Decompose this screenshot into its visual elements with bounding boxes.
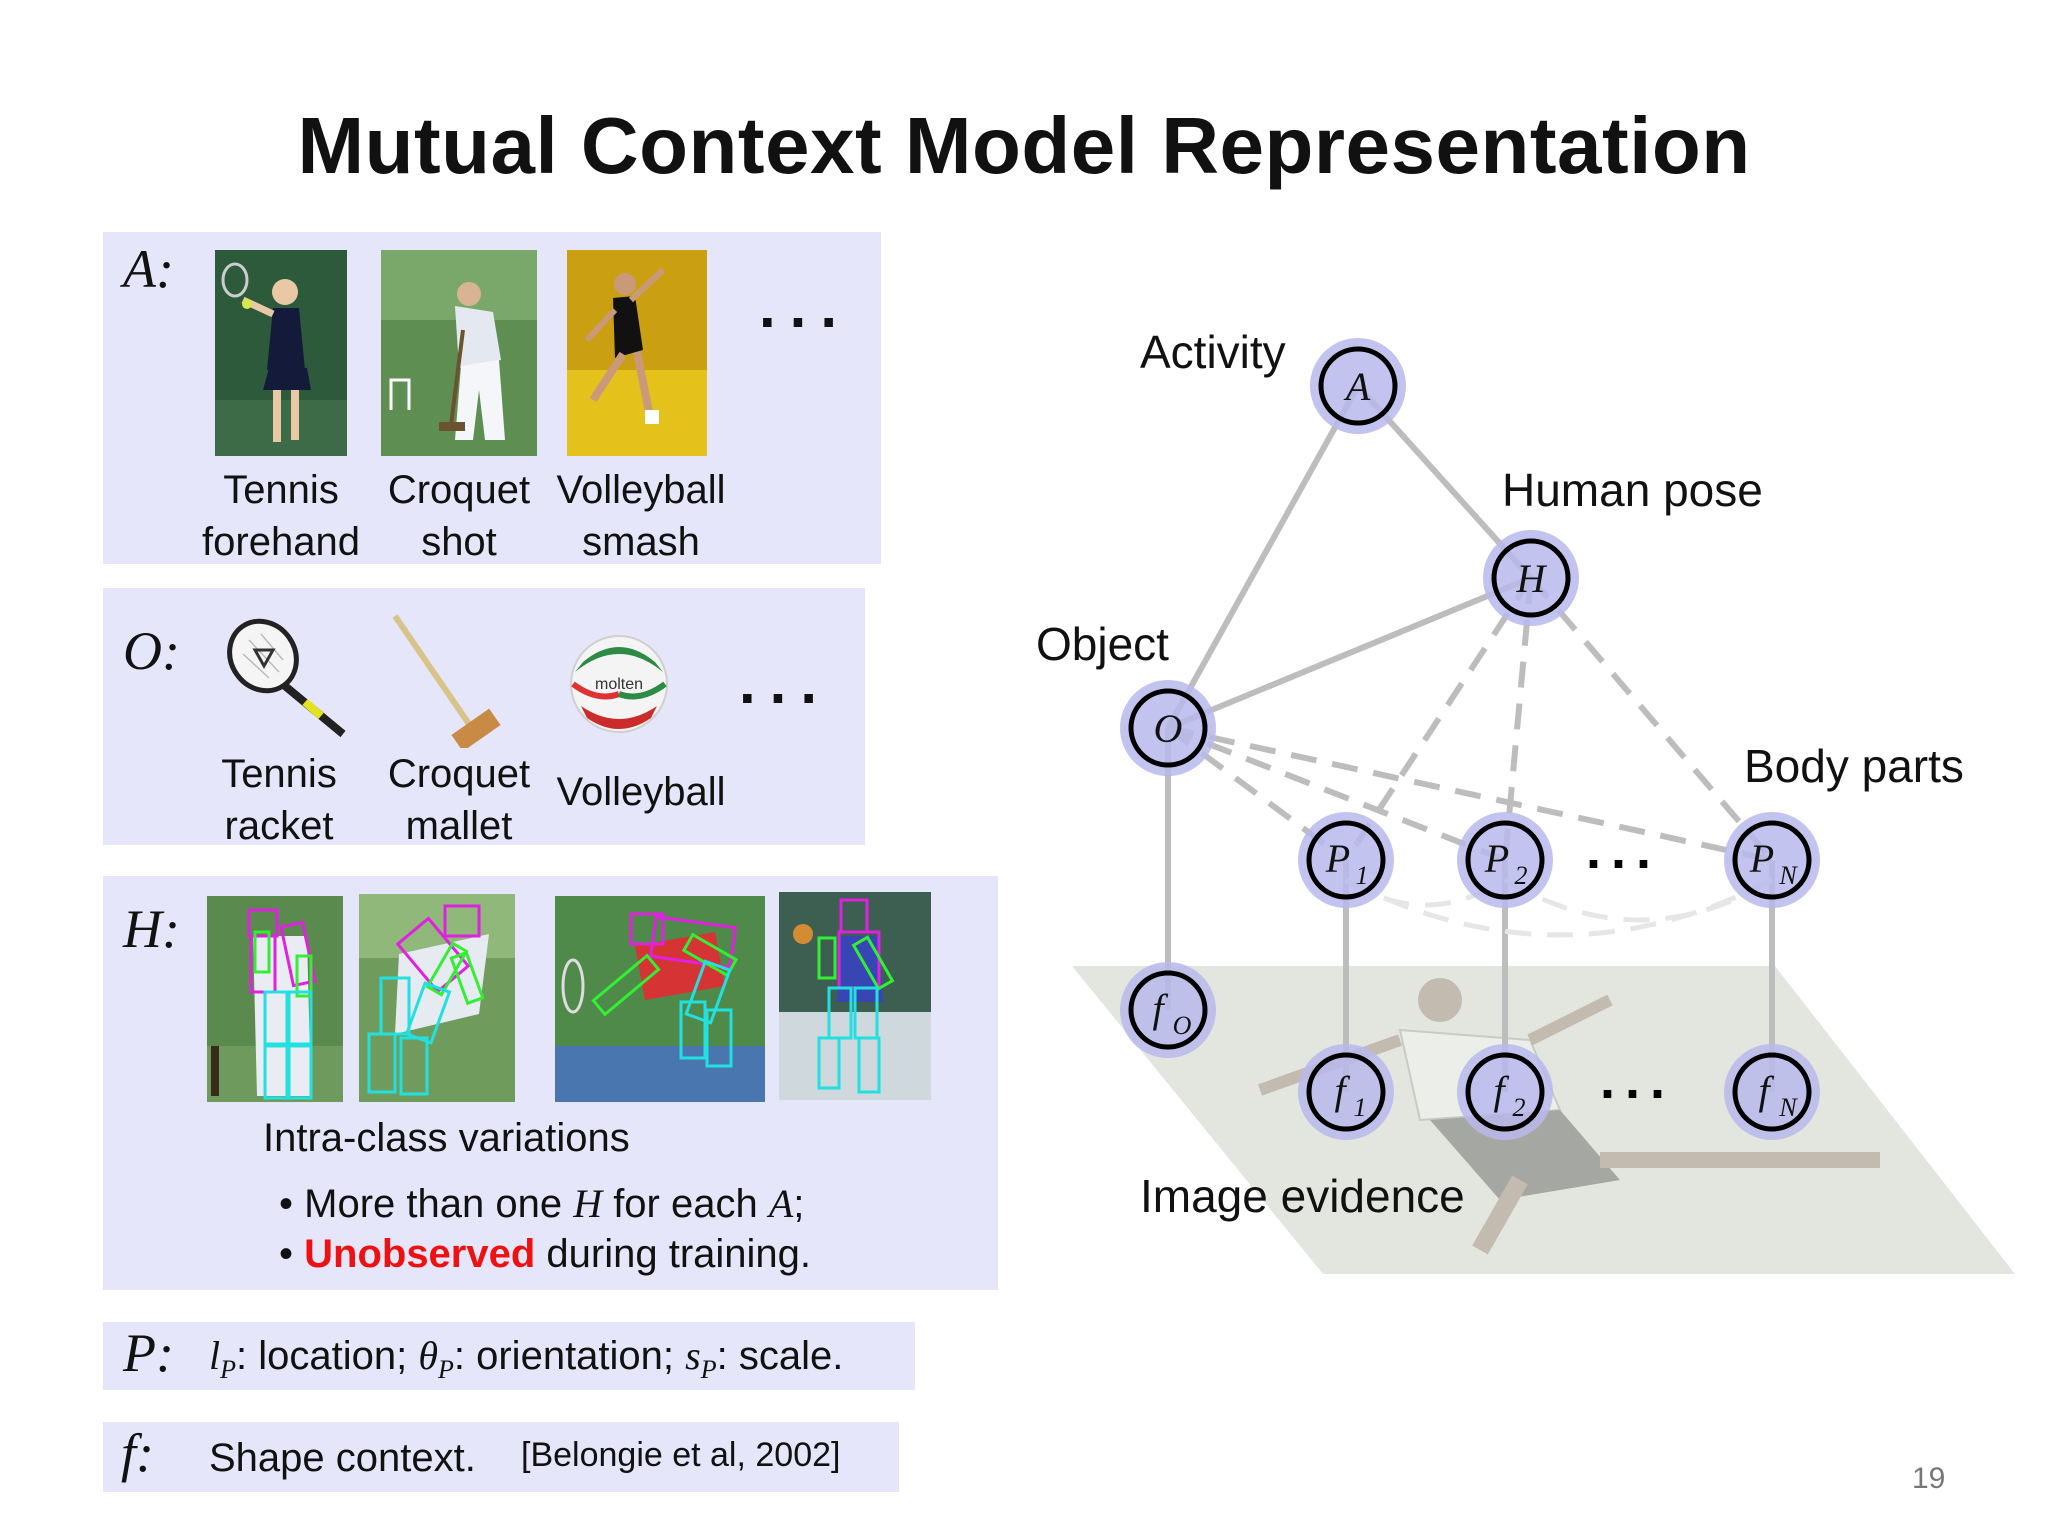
svg-text:O: O xyxy=(1173,1011,1192,1040)
caption-tennis-racket: Tennis racket xyxy=(221,752,337,848)
body-part-attributes: lP: location; θP: orientation; sP: scale… xyxy=(209,1333,844,1384)
node-fn: f N xyxy=(1724,1044,1820,1140)
edge-h-p1 xyxy=(1343,576,1534,862)
intra-class-caption: Intra-class variations xyxy=(263,1116,630,1160)
panel-activity-label: A: xyxy=(123,239,174,299)
shape-context-text: Shape context. xyxy=(209,1436,476,1480)
tennis-racket-icon xyxy=(221,616,353,742)
citation-belongie: [Belongie et al, 2002] xyxy=(521,1436,841,1474)
panel-body-parts-label: P: xyxy=(123,1323,174,1383)
volleyball-icon: molten xyxy=(567,632,671,736)
part-arcs xyxy=(1344,877,1774,938)
unobserved-highlight: Unobserved xyxy=(304,1232,536,1276)
pose-example-tennis-2 xyxy=(779,892,931,1100)
slide-title: Mutual Context Model Representation xyxy=(297,101,1751,190)
svg-text:1: 1 xyxy=(1356,861,1369,890)
dashed-edges xyxy=(1166,576,1775,863)
page-number: 19 xyxy=(1912,1462,1946,1495)
activity-ellipsis: ... xyxy=(759,273,852,340)
node-a: A xyxy=(1310,338,1406,434)
node-h: H xyxy=(1483,530,1579,626)
label-activity: Activity xyxy=(1140,326,1286,378)
edge-h-pn xyxy=(1528,576,1775,862)
node-p2: P 2 xyxy=(1457,812,1553,908)
svg-text:P: P xyxy=(1325,836,1350,881)
node-fo: f O xyxy=(1120,962,1216,1058)
object-ellipsis: ... xyxy=(739,649,832,716)
svg-text:P: P xyxy=(1484,836,1509,881)
panel-features-label: f: xyxy=(121,1423,154,1483)
label-object: Object xyxy=(1036,618,1169,670)
bullet-more-than-one-h: • More than one H for each A; xyxy=(279,1181,805,1226)
edge-h-o xyxy=(1166,575,1533,731)
svg-text:P: P xyxy=(1749,836,1774,881)
caption-croquet-shot: Croquet shot xyxy=(387,468,531,564)
panel-object-label: O: xyxy=(123,621,180,681)
pose-example-croquet-1 xyxy=(207,896,343,1102)
svg-text:A: A xyxy=(1343,364,1371,409)
edge-o-pn xyxy=(1167,725,1773,863)
panel-human-pose: H: xyxy=(103,876,998,1290)
caption-tennis-forehand: Tennis forehand xyxy=(202,468,360,564)
node-f2: f 2 xyxy=(1457,1044,1553,1140)
panel-activity: A: xyxy=(103,232,881,564)
node-p1: P 1 xyxy=(1298,812,1394,908)
bullet-unobserved: • Unobserved during training. xyxy=(279,1232,812,1276)
svg-text:1: 1 xyxy=(1354,1093,1367,1122)
panel-object: O: molten ... Tennis racket Croquet xyxy=(103,588,865,848)
svg-text:molten: molten xyxy=(595,676,643,693)
tennis-forehand-image xyxy=(215,250,347,456)
svg-text:2: 2 xyxy=(1513,1093,1526,1122)
panel-body-parts: P: lP: location; θP: orientation; sP: sc… xyxy=(103,1322,915,1390)
panel-features: f: Shape context. [Belongie et al, 2002] xyxy=(103,1422,899,1492)
label-human-pose: Human pose xyxy=(1502,464,1763,516)
node-f1: f 1 xyxy=(1298,1044,1394,1140)
caption-volleyball-smash: Volleyball smash xyxy=(556,468,726,564)
svg-text:H: H xyxy=(1516,556,1548,601)
svg-text:N: N xyxy=(1778,1093,1798,1122)
caption-volleyball: Volleyball xyxy=(556,770,726,814)
svg-text:O: O xyxy=(1154,706,1183,751)
parts-ellipsis: ... xyxy=(1586,820,1661,880)
croquet-shot-image xyxy=(381,250,537,456)
node-o: O xyxy=(1120,680,1216,776)
svg-text:2: 2 xyxy=(1515,861,1528,890)
node-pn: P N xyxy=(1724,812,1820,908)
edge-o-p2 xyxy=(1166,725,1507,863)
pose-example-tennis xyxy=(555,896,765,1102)
panel-human-pose-label: H: xyxy=(123,899,180,959)
features-ellipsis: ... xyxy=(1600,1050,1675,1110)
label-image-evidence: Image evidence xyxy=(1140,1170,1465,1222)
label-body-parts: Body parts xyxy=(1744,740,1964,792)
croquet-mallet-icon xyxy=(387,612,517,748)
caption-croquet-mallet: Croquet mallet xyxy=(387,752,531,848)
pose-example-croquet-2 xyxy=(359,894,515,1102)
volleyball-smash-image xyxy=(567,250,707,456)
svg-text:N: N xyxy=(1778,861,1798,890)
edge-a-o xyxy=(1165,384,1361,730)
